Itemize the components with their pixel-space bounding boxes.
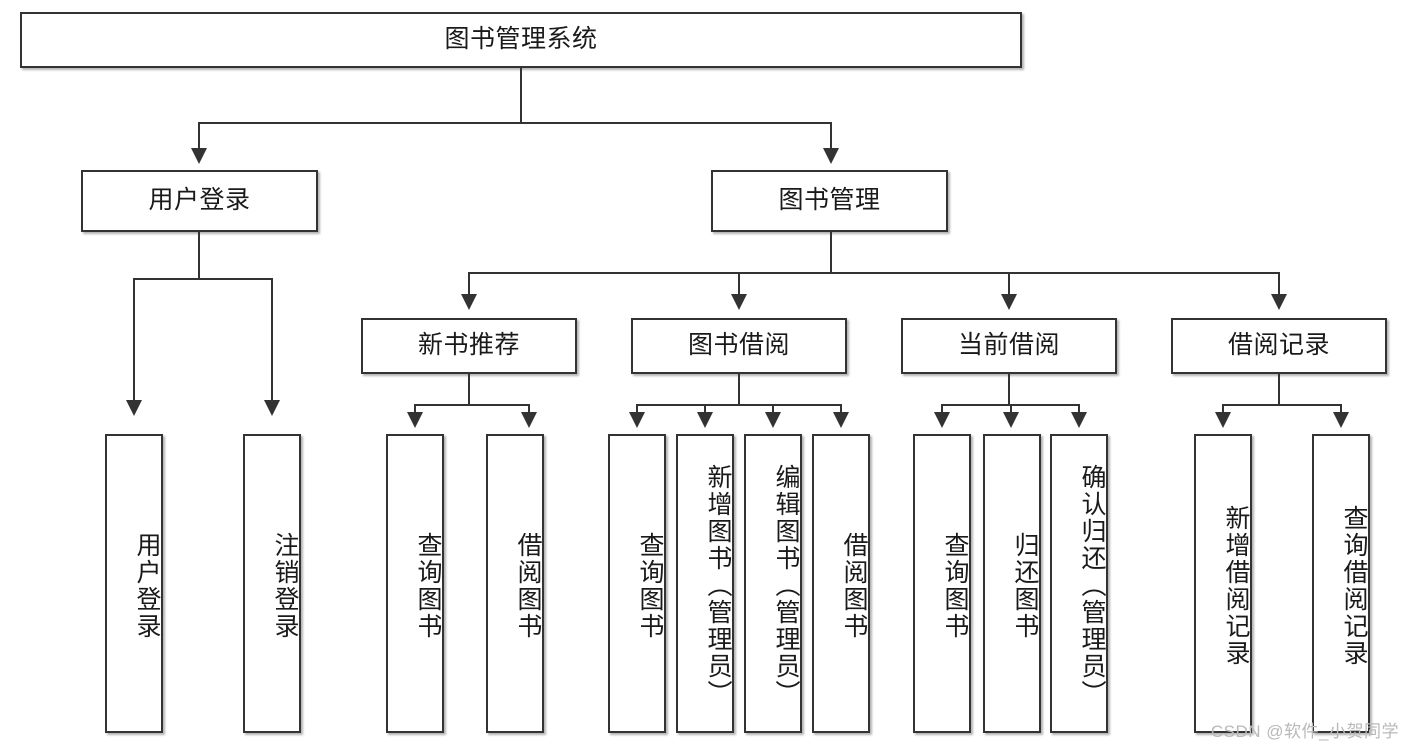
connector-bm-drop-4 [1278,272,1280,296]
node-borrow-record[interactable]: 借阅记录 [1171,318,1387,374]
connector-book-management-bus [468,272,1280,274]
connector-cb-drop-1 [941,404,943,414]
node-label: 当前借阅 [957,331,1060,360]
leaf-cb-confirm-return-admin[interactable]: 确认归还（管理员） [1050,434,1108,733]
node-label: 查询借阅记录 [1340,504,1368,667]
leaf-bb-edit-book-admin[interactable]: 编辑图书（管理员） [744,434,802,733]
connector-nbr-drop-1 [414,404,416,414]
node-label: 编辑图书（管理员） [772,464,800,707]
node-label: 图书管理系统 [444,25,598,54]
connector-nbr-bus [414,404,530,406]
node-new-book-recommend[interactable]: 新书推荐 [361,318,577,374]
leaf-cb-query-book[interactable]: 查询图书 [913,434,971,733]
connector-bb-drop-2 [704,404,706,414]
connector-bb-drop-4 [840,404,842,414]
connector-bb-drop-3 [772,404,774,414]
arrow-to-cb-leaf-3 [1071,412,1087,428]
arrow-to-book-borrow [731,294,747,310]
leaf-br-query-record[interactable]: 查询借阅记录 [1312,434,1370,733]
leaf-bb-add-book-admin[interactable]: 新增图书（管理员） [676,434,734,733]
arrow-to-cb-leaf-1 [934,412,950,428]
node-user-login[interactable]: 用户登录 [81,170,318,232]
connector-root-to-book-management [830,122,832,150]
connector-br-drop-2 [1340,404,1342,414]
arrow-to-br-leaf-1 [1215,412,1231,428]
connector-root-stem [520,68,522,122]
leaf-logout[interactable]: 注销登录 [243,434,301,733]
connector-br-stem [1278,374,1280,404]
node-root-book-management-system[interactable]: 图书管理系统 [20,12,1022,68]
connector-bb-drop-1 [636,404,638,414]
leaf-cb-return-book[interactable]: 归还图书 [983,434,1041,733]
node-book-management[interactable]: 图书管理 [711,170,948,232]
connector-br-drop-1 [1222,404,1224,414]
arrow-to-br-leaf-2 [1333,412,1349,428]
arrow-to-cb-leaf-2 [1003,412,1019,428]
arrow-to-bb-leaf-3 [765,412,781,428]
connector-bb-stem [738,374,740,404]
arrow-to-new-book-recommend [461,294,477,310]
leaf-nbr-query-book[interactable]: 查询图书 [386,434,444,733]
connector-book-management-stem [830,232,832,272]
leaf-bb-borrow-book[interactable]: 借阅图书 [812,434,870,733]
arrow-to-user-login [191,148,207,164]
node-current-borrow[interactable]: 当前借阅 [901,318,1117,374]
connector-user-login-stem [198,232,200,278]
connector-bb-bus [636,404,842,406]
node-label: 借阅图书 [840,531,868,640]
node-label: 图书管理 [778,186,881,215]
connector-cb-drop-3 [1078,404,1080,414]
csdn-watermark: CSDN @软件_小贺同学 [1210,722,1399,741]
arrow-to-current-borrow [1001,294,1017,310]
connector-cb-stem [1008,374,1010,404]
node-label: 注销登录 [271,531,299,640]
arrow-to-bb-leaf-4 [833,412,849,428]
node-label: 新书推荐 [417,331,520,360]
connector-br-bus [1222,404,1342,406]
connector-bm-drop-2 [738,272,740,296]
node-label: 查询图书 [414,531,442,640]
connector-user-login-drop-1 [133,278,135,402]
node-book-borrow[interactable]: 图书借阅 [631,318,847,374]
connector-nbr-stem [468,374,470,404]
arrow-to-bb-leaf-2 [697,412,713,428]
connector-user-login-bus [133,278,272,280]
node-label: 借阅记录 [1227,331,1330,360]
arrow-to-nbr-leaf-2 [521,412,537,428]
node-label: 确认归还（管理员） [1078,464,1106,707]
connector-root-to-user-login [198,122,200,150]
arrow-to-leaf-user-login [126,400,142,416]
arrow-to-nbr-leaf-1 [407,412,423,428]
leaf-nbr-borrow-book[interactable]: 借阅图书 [486,434,544,733]
node-label: 新增借阅记录 [1222,504,1250,667]
leaf-br-add-record[interactable]: 新增借阅记录 [1194,434,1252,733]
node-label: 查询图书 [941,531,969,640]
node-label: 图书借阅 [687,331,790,360]
connector-nbr-drop-2 [528,404,530,414]
leaf-user-login[interactable]: 用户登录 [105,434,163,733]
leaf-bb-query-book[interactable]: 查询图书 [608,434,666,733]
arrow-to-book-management [823,148,839,164]
node-label: 归还图书 [1011,531,1039,640]
connector-cb-drop-2 [1010,404,1012,414]
node-label: 用户登录 [148,186,251,215]
arrow-to-borrow-record [1271,294,1287,310]
connector-root-bus [198,122,832,124]
node-label: 新增图书（管理员） [704,464,732,707]
arrow-to-leaf-logout [264,400,280,416]
connector-user-login-drop-2 [271,278,273,402]
node-label: 借阅图书 [514,531,542,640]
arrow-to-bb-leaf-1 [629,412,645,428]
node-label: 用户登录 [133,531,161,640]
connector-bm-drop-1 [468,272,470,296]
connector-bm-drop-3 [1008,272,1010,296]
node-label: 查询图书 [636,531,664,640]
